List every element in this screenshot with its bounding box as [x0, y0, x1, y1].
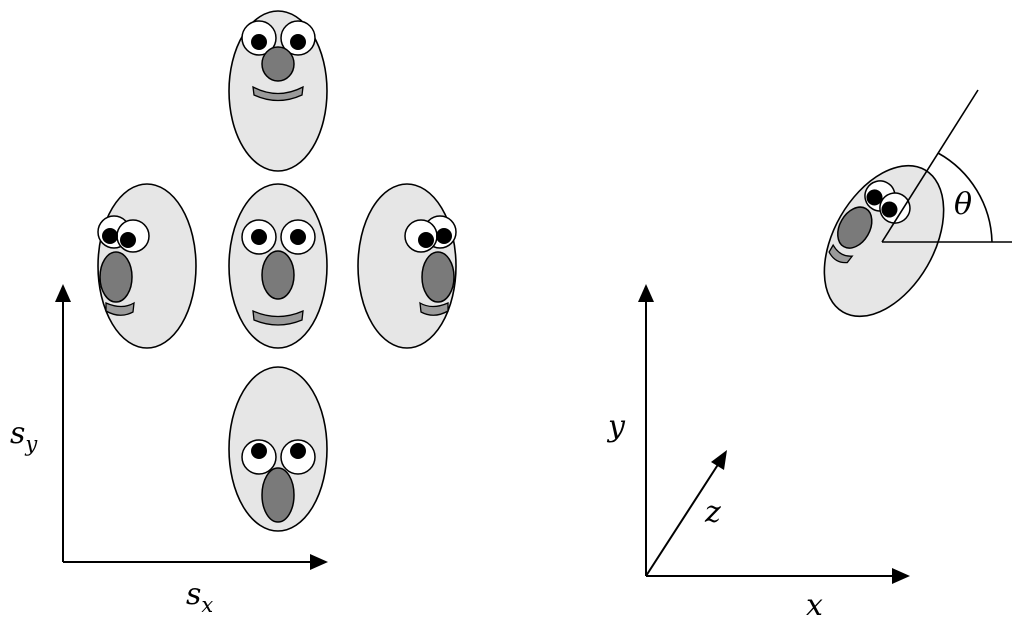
face-looking-left: [98, 184, 196, 348]
y-axis-label: y: [606, 409, 626, 444]
sy-arrowhead: [55, 284, 71, 302]
theta-label: θ: [954, 187, 972, 222]
face-looking-right: [358, 184, 456, 348]
z-arrowhead: [711, 450, 727, 470]
sx-axis-label: sx: [186, 577, 213, 617]
z-axis-label: z: [704, 495, 721, 530]
face-looking-down: [229, 367, 327, 531]
y-arrowhead: [638, 284, 654, 302]
sx-arrowhead: [310, 554, 328, 570]
face-looking-center: [229, 184, 327, 348]
x-axis-label: x: [806, 588, 823, 619]
face-rotated-in-plane: [800, 145, 969, 337]
face-looking-up: [229, 11, 327, 171]
sy-axis-label: sy: [10, 416, 38, 456]
x-arrowhead: [892, 568, 910, 584]
right-axes: [638, 284, 910, 584]
